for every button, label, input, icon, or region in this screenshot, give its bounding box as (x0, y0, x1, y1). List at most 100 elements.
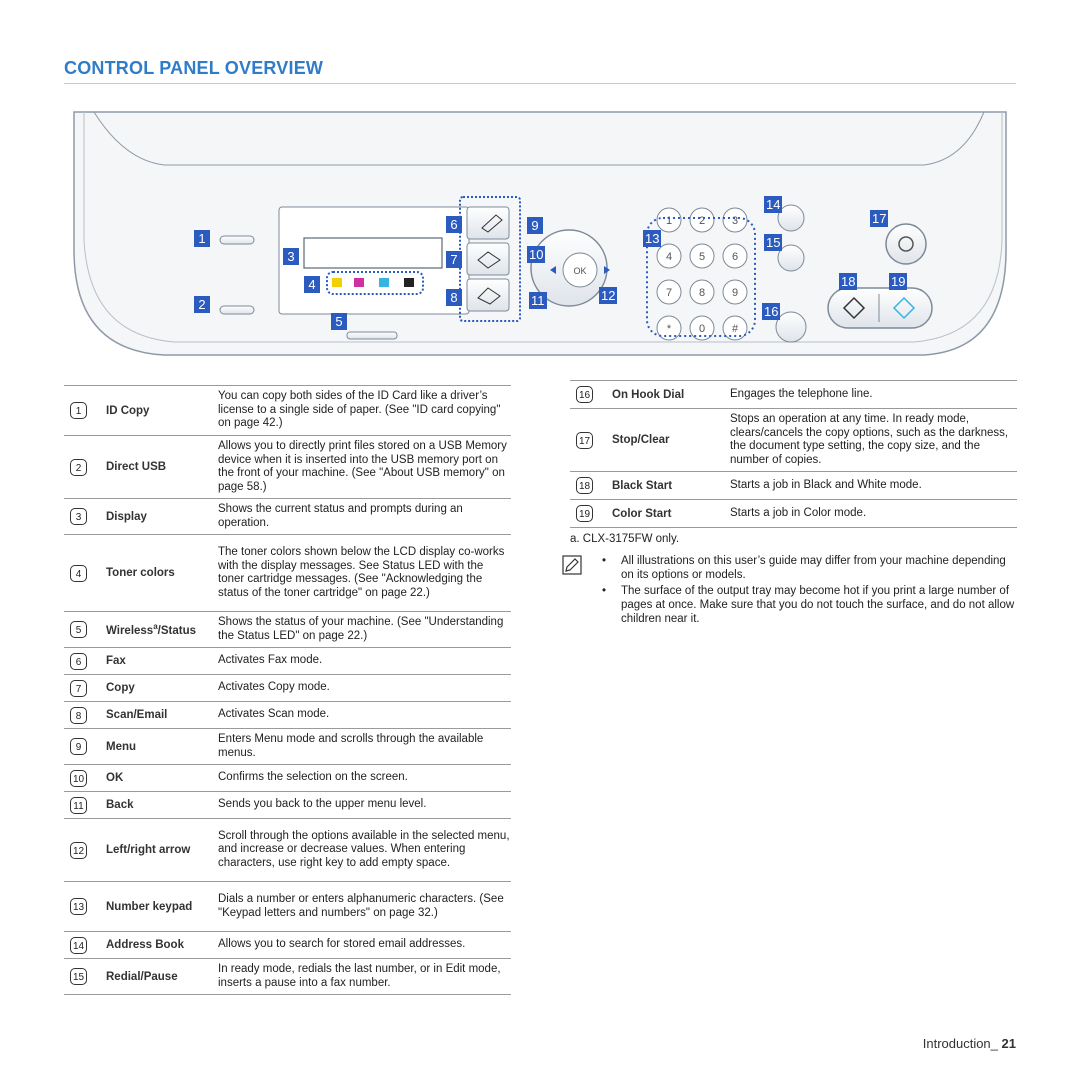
row-name: Color Start (612, 507, 672, 520)
stop-clear-button (885, 223, 927, 265)
row-number: 13 (70, 898, 87, 915)
table-row: 3 Display Shows the current status and pro… (64, 498, 511, 535)
keypad-key-label: 4 (666, 251, 672, 263)
on-hook-dial-button (775, 311, 807, 343)
row-name: Copy (106, 682, 135, 694)
title-divider (64, 83, 1016, 84)
row-description: Stops an operation at any time. In ready… (730, 413, 1009, 466)
row-number: 18 (576, 477, 593, 494)
keypad-key-label: 9 (732, 287, 738, 299)
keypad-key[interactable] (689, 315, 715, 341)
keypad-key-label: 6 (732, 251, 738, 263)
keypad-key[interactable] (689, 279, 715, 305)
row-name: Address Book (106, 939, 184, 951)
row-number: 4 (70, 564, 87, 582)
lcd-display (303, 237, 443, 269)
table-row: 17 Stop/Clear Stops an operation at any ti… (570, 408, 1017, 472)
row-description: Shows the status of your machine. (See "… (218, 616, 504, 642)
footnote: a. CLX-3175FW only. (570, 533, 680, 545)
row-description: Engages the telephone line. (730, 387, 873, 400)
row-number: 1 (70, 402, 87, 419)
row-name: Black Start (612, 479, 673, 492)
keypad-key[interactable] (656, 243, 682, 269)
row-description: Shows the current status and prompts dur… (218, 503, 463, 529)
row-name: Redial/Pause (106, 970, 178, 983)
row-description: Activates Copy mode. (218, 681, 330, 694)
direct-usb-button (219, 305, 255, 315)
keypad-key[interactable] (722, 243, 748, 269)
row-description: Allows you to directly print files store… (218, 440, 507, 493)
row-number: 8 (70, 706, 87, 724)
callout-3: 3 (283, 248, 299, 265)
row-description: The toner colors shown below the LCD dis… (218, 546, 505, 599)
row-description: You can copy both sides of the ID Card l… (218, 390, 501, 430)
keypad-key-label: 7 (666, 287, 672, 299)
row-description: Scroll through the options available in … (218, 829, 510, 869)
keypad-key[interactable] (722, 207, 748, 233)
callout-5: 5 (331, 313, 347, 330)
keypad-key[interactable] (722, 279, 748, 305)
table-row: 15 Redial/Pause In ready mode, redials the… (64, 958, 511, 995)
keypad-key[interactable] (722, 315, 748, 341)
id-copy-button (219, 235, 255, 245)
keypad-key[interactable] (656, 207, 682, 233)
row-number: 16 (576, 386, 593, 403)
row-description: Allows you to search for stored email ad… (218, 938, 466, 951)
row-name: Stop/Clear (612, 434, 670, 446)
keypad-key-label: 0 (699, 323, 705, 335)
row-name: Display (106, 510, 147, 523)
row-number: 15 (70, 968, 87, 985)
callout-7: 7 (446, 251, 462, 268)
row-description: Sends you back to the upper menu level. (218, 798, 427, 811)
row-name: Direct USB (106, 461, 167, 473)
toner-colors-group (326, 271, 424, 295)
keypad-key-label: 1 (666, 215, 672, 227)
ok-label: OK (573, 266, 586, 276)
callout-16: 16 (762, 303, 781, 320)
row-name-suffix: /Status (157, 624, 196, 637)
keypad-key[interactable] (689, 207, 715, 233)
row-number: 9 (70, 738, 87, 755)
row-name: Left/right arrow (106, 844, 191, 856)
row-name: Wirelessa/Status (106, 612, 218, 648)
scan-email-button (466, 278, 510, 312)
callout-17: 17 (870, 210, 889, 227)
row-number: 3 (70, 508, 87, 525)
note-item: All illustrations on this user’s guide m… (597, 554, 1017, 582)
row-name: Fax (106, 655, 126, 667)
row-name: Scan/Email (106, 709, 168, 721)
status-led (346, 331, 398, 340)
callout-6: 6 (446, 216, 462, 233)
row-number: 17 (576, 431, 593, 449)
row-description: Enters Menu mode and scrolls through the… (218, 733, 484, 759)
callout-8: 8 (446, 289, 462, 306)
page-footer: Introduction_ 21 (923, 1036, 1016, 1051)
row-description: Starts a job in Color mode. (730, 506, 867, 519)
row-description: In ready mode, redials the last number, … (218, 963, 501, 989)
row-number: 10 (70, 769, 87, 787)
keypad-key[interactable] (656, 315, 682, 341)
callout-9: 9 (527, 217, 543, 234)
callout-10: 10 (527, 246, 546, 263)
keypad-key[interactable] (656, 279, 682, 305)
row-description: Activates Scan mode. (218, 708, 330, 721)
page-number: 21 (1001, 1036, 1016, 1051)
copy-button (466, 242, 510, 276)
callout-12: 12 (599, 287, 618, 304)
address-book-button (777, 204, 805, 232)
keypad-key[interactable] (689, 243, 715, 269)
footer-section: Introduction_ (922, 1036, 998, 1051)
note-item: The surface of the output tray may becom… (597, 584, 1017, 626)
